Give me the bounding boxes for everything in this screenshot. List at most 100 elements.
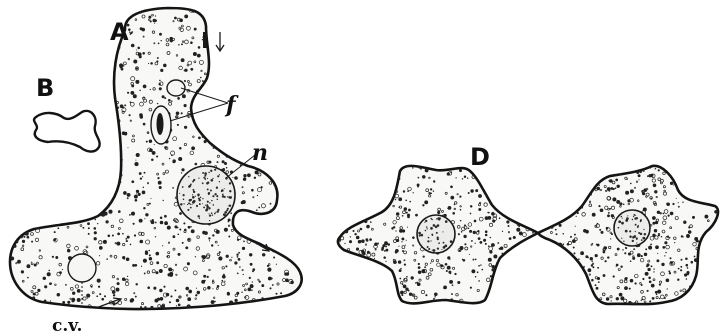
granule <box>140 306 142 308</box>
granule <box>545 207 548 210</box>
granule <box>637 166 639 168</box>
granule <box>559 175 563 179</box>
granule <box>104 22 107 25</box>
granule <box>82 193 84 195</box>
granule <box>87 222 90 225</box>
granule <box>205 204 206 205</box>
granule <box>245 151 246 152</box>
granule <box>296 39 299 42</box>
granule <box>437 217 439 219</box>
granule <box>27 12 29 14</box>
granule <box>49 198 50 199</box>
granule <box>133 94 137 98</box>
granule <box>523 213 525 215</box>
granule <box>97 110 100 113</box>
granule <box>536 227 538 229</box>
granule <box>269 171 270 172</box>
granule <box>512 173 515 176</box>
granule <box>530 217 531 218</box>
granule <box>133 223 135 225</box>
granule <box>649 300 651 302</box>
granule <box>44 28 48 32</box>
granule <box>262 253 265 256</box>
granule <box>126 258 130 262</box>
granule <box>678 177 682 181</box>
granule <box>402 215 404 217</box>
granule <box>575 285 577 287</box>
granule <box>215 212 216 213</box>
granule <box>286 248 289 251</box>
granule <box>537 243 540 246</box>
granule <box>449 280 453 284</box>
granule <box>226 167 228 169</box>
granule <box>528 252 531 255</box>
granule <box>75 307 78 310</box>
granule <box>245 58 246 59</box>
granule <box>281 55 285 59</box>
granule <box>720 170 724 174</box>
granule <box>491 243 495 247</box>
granule <box>715 169 717 171</box>
granule <box>520 208 522 210</box>
granule <box>647 290 649 292</box>
granule <box>295 303 297 305</box>
granule <box>236 89 240 93</box>
granule <box>58 29 60 31</box>
granule <box>282 240 284 242</box>
granule <box>155 252 159 256</box>
granule <box>201 117 205 121</box>
granule <box>86 164 89 167</box>
granule <box>591 243 593 245</box>
granule <box>228 196 230 198</box>
granule <box>584 181 586 183</box>
granule <box>247 92 251 96</box>
granule <box>571 303 574 306</box>
granule <box>382 272 384 274</box>
granule <box>163 64 167 68</box>
granule <box>152 151 156 155</box>
granule <box>497 242 499 244</box>
granule <box>339 304 341 306</box>
granule <box>27 66 30 69</box>
granule <box>139 219 143 223</box>
granule <box>696 281 698 283</box>
granule <box>244 304 248 308</box>
granule <box>603 251 606 254</box>
granule <box>270 165 272 167</box>
granule <box>250 61 254 65</box>
granule <box>537 249 540 252</box>
granule <box>237 74 241 78</box>
granule <box>559 224 562 227</box>
granule <box>715 163 717 165</box>
granule <box>557 187 560 190</box>
granule <box>32 199 34 201</box>
granule <box>257 195 258 196</box>
granule <box>284 126 287 129</box>
granule <box>285 169 289 173</box>
granule <box>447 256 450 259</box>
granule <box>190 184 192 186</box>
granule <box>131 44 135 48</box>
granule <box>568 170 570 172</box>
granule <box>708 272 710 274</box>
granule <box>556 233 558 235</box>
granule <box>590 257 593 260</box>
granule <box>156 271 159 274</box>
granule <box>383 286 385 288</box>
granule <box>505 164 506 165</box>
granule <box>228 236 230 238</box>
granule <box>77 150 81 154</box>
granule <box>642 278 644 280</box>
granule <box>710 272 713 275</box>
granule <box>460 220 462 222</box>
granule <box>143 207 145 209</box>
granule <box>127 193 131 197</box>
granule <box>261 109 265 113</box>
granule <box>11 214 12 215</box>
granule <box>203 177 205 179</box>
granule <box>412 167 414 169</box>
granule <box>511 167 514 170</box>
granule <box>641 162 644 165</box>
granule <box>672 203 674 205</box>
granule <box>617 248 620 251</box>
